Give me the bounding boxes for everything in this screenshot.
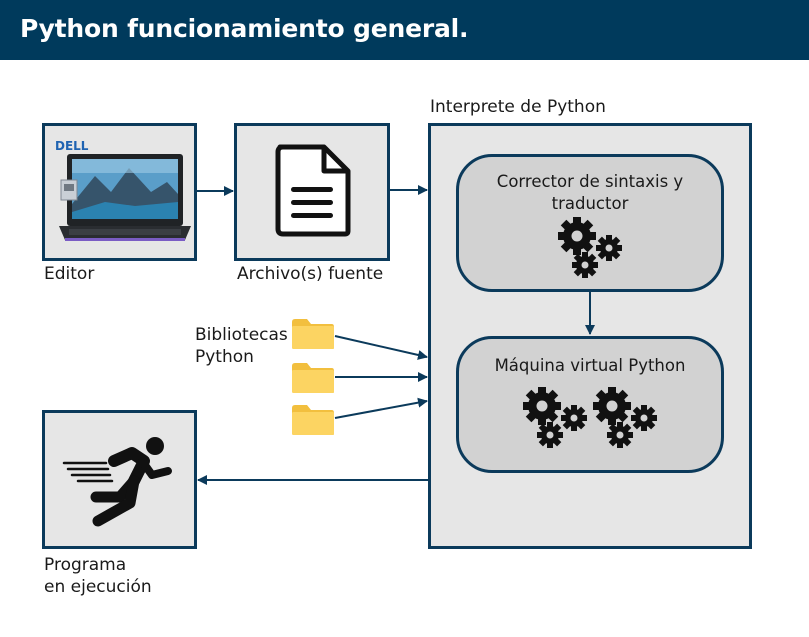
header-bar: Python funcionamiento general. [0,0,809,60]
libraries-label-line1: Bibliotecas [195,325,288,345]
arrow-folder1-to-interpreter [334,335,428,360]
folder-icon [292,319,334,349]
source-files-label: Archivo(s) fuente [237,264,384,284]
virtual-machine-box: Máquina virtual Python [456,336,724,473]
virtual-machine-label: Máquina virtual Python [494,356,686,375]
folder-icon [292,405,334,435]
document-icon [275,144,351,237]
source-files-box [234,123,390,261]
page-title: Python funcionamiento general. [20,14,469,43]
interpreter-label: Interprete de Python [430,97,606,117]
syntax-checker-label: Corrector de sintaxis y traductor [496,172,684,213]
editor-box: DELL [42,123,197,261]
runner-icon [62,437,172,527]
libraries-label-line2: Python [195,347,254,367]
arrow-folder3-to-interpreter [334,397,428,419]
folder-icon [292,363,334,393]
laptop-icon: DELL [55,139,191,241]
running-program-label-line1: Programa [44,555,127,575]
editor-label: Editor [44,264,95,284]
brand-logo: DELL [55,139,89,153]
running-program-label-line2: en ejecución [44,577,152,597]
running-program-box [42,410,197,549]
